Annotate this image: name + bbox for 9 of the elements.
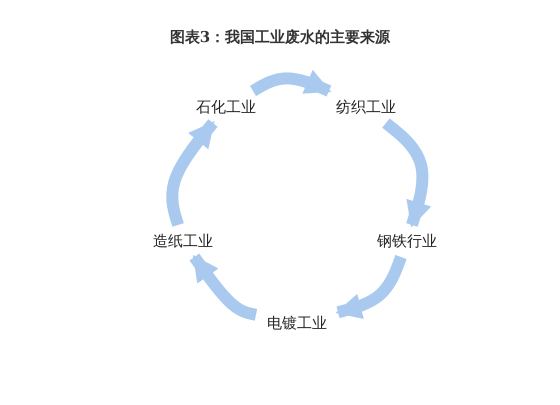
industry-label: 造纸工业 bbox=[146, 229, 220, 253]
industry-label: 钢铁行业 bbox=[370, 229, 444, 253]
curved-arrow bbox=[335, 254, 407, 319]
chart-title: 图表3：我国工业废水的主要来源 bbox=[168, 28, 392, 47]
curved-arrow bbox=[382, 118, 432, 228]
industry-label: 电镀工业 bbox=[260, 311, 334, 335]
curved-arrow bbox=[166, 119, 218, 227]
industry-label: 纺织工业 bbox=[330, 95, 402, 119]
industry-label: 石化工业 bbox=[190, 95, 262, 119]
